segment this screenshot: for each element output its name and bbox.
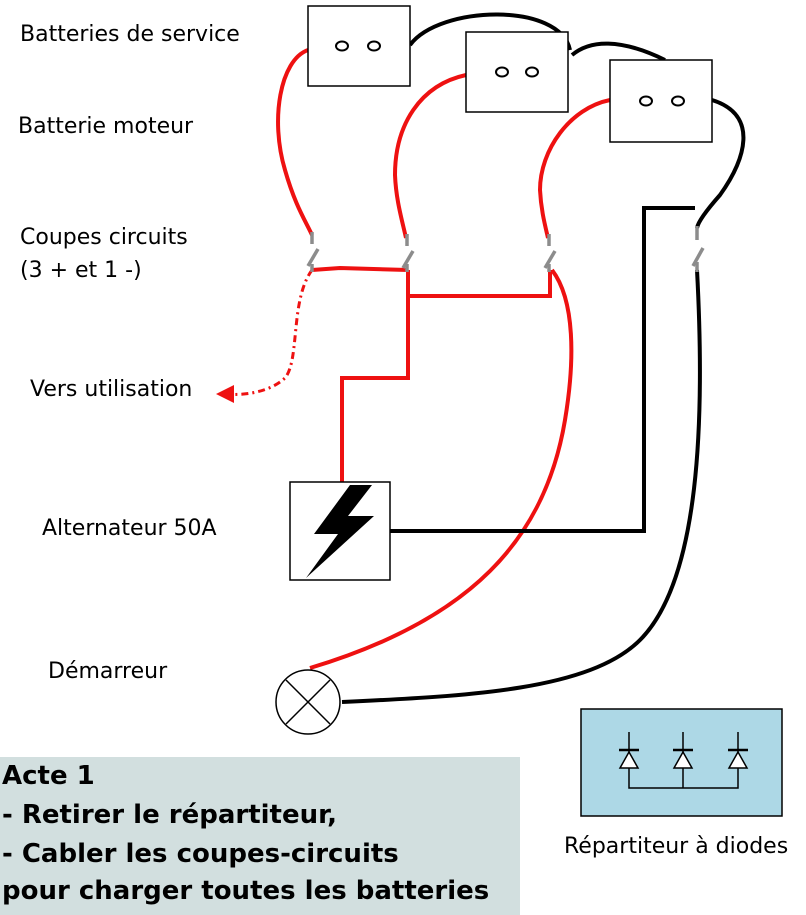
- switch-lever: [401, 250, 415, 269]
- splitter-box: [580, 708, 783, 817]
- circuit-breaker-negative: [691, 226, 705, 272]
- diode-splitter: [580, 708, 783, 817]
- wire-battery2-to-battery3: [570, 41, 666, 62]
- battery-terminal: [367, 40, 381, 52]
- wire-switch3-to-starter: [309, 268, 574, 670]
- wire-battery3-to-switch3: [537, 98, 611, 239]
- circuit-breaker-2: [401, 234, 415, 272]
- label-circuit-breakers: Coupes circuits: [20, 225, 188, 250]
- circuit-breakers: [306, 226, 705, 272]
- battery-body: [465, 31, 569, 113]
- positive-wires: [216, 48, 611, 670]
- battery-terminal: [495, 66, 509, 78]
- label-circuit-breakers-count: (3 + et 1 -): [20, 258, 142, 283]
- wire-battery3-to-neg-switch: [695, 98, 746, 229]
- acte-step-2: - Cabler les coupes-circuits: [2, 839, 399, 869]
- circuit-breaker-3: [543, 234, 557, 272]
- label-alternator: Alternateur 50A: [42, 516, 217, 541]
- label-diode-splitter: Répartiteur à diodes: [564, 834, 789, 859]
- circuit-breaker-1: [306, 232, 320, 272]
- wire-bus-to-alternator: [340, 296, 410, 482]
- service-battery-2: [465, 31, 569, 113]
- wire-neg-switch-to-starter: [341, 269, 702, 704]
- diode-3-icon: [727, 732, 749, 770]
- bus-switch1-to-switch2: [311, 265, 409, 272]
- wire-to-usage: [221, 269, 314, 396]
- battery-terminal: [671, 95, 685, 107]
- alternator: [289, 481, 391, 581]
- switch-lever: [691, 247, 705, 267]
- acte-step-2-continued: pour charger toutes les batteries: [2, 876, 490, 906]
- battery-terminal: [335, 40, 349, 52]
- switch-lever: [543, 250, 557, 269]
- service-battery-1: [307, 5, 411, 87]
- wire-battery1-to-switch1: [276, 48, 314, 236]
- diode-1-icon: [618, 732, 640, 770]
- wire-alternator-to-neg-bus: [390, 206, 695, 533]
- starter: [275, 669, 341, 735]
- acte-instructions-box: Acte 1 - Retirer le répartiteur, - Cable…: [0, 757, 520, 915]
- acte-title: Acte 1: [2, 761, 95, 791]
- label-service-batteries: Batteries de service: [20, 22, 240, 47]
- switch-lever: [306, 248, 320, 267]
- wire-battery2-to-switch2: [392, 73, 467, 239]
- usage-arrow-head: [216, 385, 234, 403]
- label-engine-battery: Batterie moteur: [18, 114, 194, 139]
- battery-terminal: [525, 66, 539, 78]
- engine-battery: [609, 59, 713, 143]
- label-starter: Démarreur: [48, 659, 168, 684]
- negative-wires: [341, 12, 746, 704]
- bus-switch2-to-switch3: [406, 270, 552, 298]
- starter-cross: [285, 679, 331, 725]
- acte-step-1: - Retirer le répartiteur,: [2, 800, 337, 830]
- battery-body: [609, 59, 713, 143]
- label-to-usage: Vers utilisation: [30, 377, 193, 402]
- diode-2-icon: [672, 732, 694, 770]
- battery-terminal: [639, 95, 653, 107]
- battery-body: [307, 5, 411, 87]
- lightning-icon: [306, 485, 374, 578]
